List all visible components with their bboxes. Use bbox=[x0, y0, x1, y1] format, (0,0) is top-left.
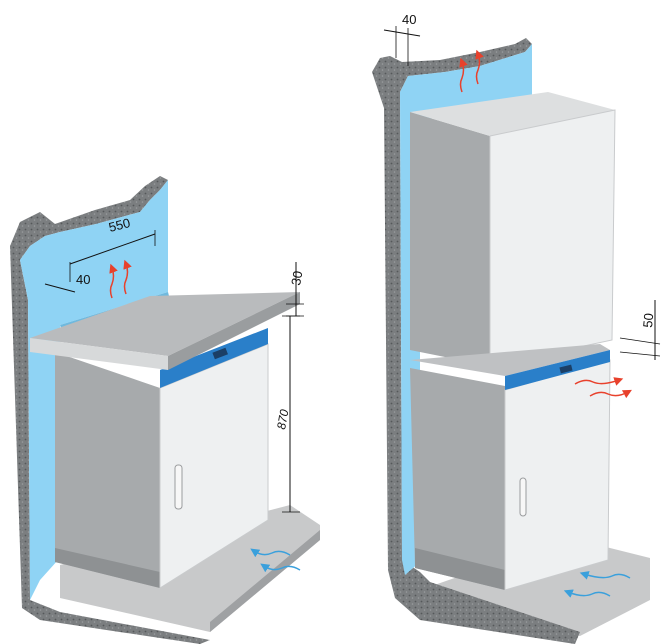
airflow-out-arrow-icon bbox=[123, 259, 132, 295]
right-wall-gap-label: 40 bbox=[402, 12, 416, 27]
airflow-in-arrow-icon bbox=[260, 563, 301, 573]
right-upper-side bbox=[410, 112, 490, 366]
airflow-out-arrow-icon bbox=[109, 263, 118, 299]
airflow-out-arrow-icon bbox=[574, 377, 624, 386]
left-cabinet-side bbox=[55, 352, 160, 588]
right-upper-top bbox=[410, 92, 615, 136]
right-gap-label: 50 bbox=[640, 313, 656, 329]
airflow-out-arrow-icon bbox=[475, 49, 484, 85]
airflow-in-arrow-icon bbox=[579, 571, 631, 580]
right-wall-edge bbox=[372, 38, 580, 644]
left-control-strip bbox=[160, 328, 268, 388]
right-upper-front bbox=[489, 109, 616, 367]
airflow-out-arrow-icon bbox=[589, 389, 632, 399]
left-width-label: 550 bbox=[107, 215, 132, 235]
right-lower-side bbox=[410, 368, 505, 590]
handle-icon bbox=[519, 477, 527, 517]
handle-icon bbox=[174, 464, 183, 510]
airflow-in-arrow-icon bbox=[250, 548, 291, 558]
left-height-label: 870 bbox=[274, 408, 291, 430]
left-wall-edge bbox=[10, 176, 210, 644]
left-countertop-top bbox=[30, 292, 300, 356]
right-control-strip bbox=[505, 350, 610, 390]
left-installation: 550 40 870 30 bbox=[10, 176, 320, 644]
airflow-in-arrow-icon bbox=[563, 589, 611, 598]
airflow-out-arrow-icon bbox=[459, 57, 468, 93]
right-installation: 40 50 bbox=[372, 12, 661, 644]
left-clearance-label: 30 bbox=[288, 270, 305, 287]
left-wall-gap-label: 40 bbox=[76, 272, 90, 287]
